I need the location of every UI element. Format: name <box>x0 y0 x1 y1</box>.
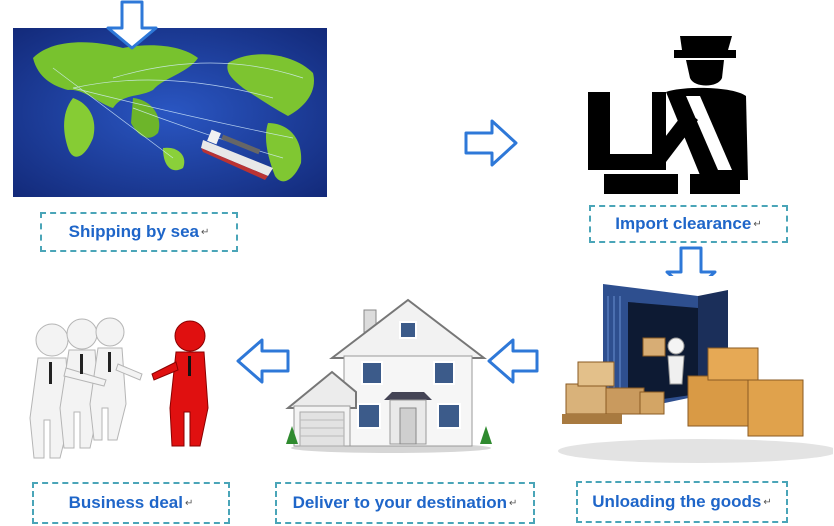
step-label-shipping: Shipping by sea ↵ <box>40 212 238 252</box>
left-arrow-icon <box>236 338 290 384</box>
step-label-unloading-text: Unloading the goods <box>592 492 762 511</box>
paragraph-mark: ↵ <box>509 497 518 509</box>
paragraph-mark: ↵ <box>763 496 772 508</box>
step-label-unloading: Unloading the goods ↵ <box>576 481 788 523</box>
step-label-import: Import clearance ↵ <box>589 205 788 243</box>
paragraph-mark: ↵ <box>184 497 194 509</box>
step-label-deliver: Deliver to your destination ↵ <box>275 482 535 524</box>
paragraph-mark: ↵ <box>753 218 762 230</box>
shipping-container-image <box>548 276 833 466</box>
left-arrow-icon <box>487 338 539 384</box>
business-handshake-image <box>14 308 230 468</box>
world-map-ship-image <box>13 28 327 197</box>
step-label-import-text: Import clearance <box>615 214 752 233</box>
step-label-shipping-text: Shipping by sea <box>68 222 199 241</box>
house-image <box>284 296 498 454</box>
step-label-business: Business deal ↵ <box>32 482 230 524</box>
step-label-deliver-text: Deliver to your destination <box>292 493 508 512</box>
paragraph-mark: ↵ <box>200 226 210 238</box>
down-arrow-icon <box>106 0 158 50</box>
customs-officer-icon <box>582 30 757 195</box>
step-label-business-text: Business deal <box>68 493 183 512</box>
right-arrow-icon <box>464 119 518 167</box>
